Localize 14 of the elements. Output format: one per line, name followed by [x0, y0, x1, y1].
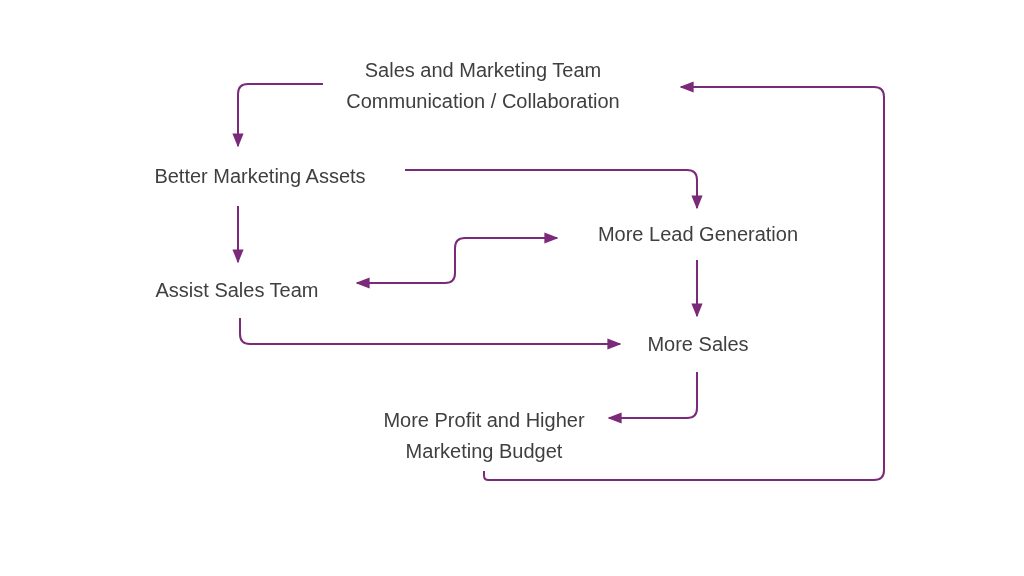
node-label: Assist Sales Team [155, 277, 319, 303]
connector-arrow [691, 259, 703, 318]
node-label: Better Marketing Assets [154, 163, 366, 189]
node-label: Sales and Marketing Team Communication / Collaboration [345, 58, 621, 114]
connector-arrow [232, 205, 244, 264]
connector-arrow [355, 232, 559, 289]
connector-arrow [404, 169, 703, 210]
node-label: More Lead Generation [597, 221, 799, 247]
connector-arrow [607, 371, 698, 424]
node-label: More Sales [647, 331, 749, 357]
connector-arrow [483, 81, 885, 481]
node-label: More Profit and Higher Marketing Budget [382, 408, 586, 464]
connector-arrow [239, 317, 622, 350]
connector-arrow [232, 83, 324, 148]
